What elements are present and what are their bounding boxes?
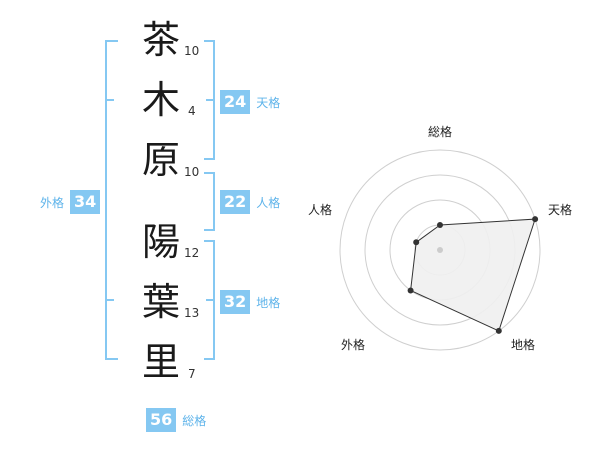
radar-center-dot [437,247,443,253]
jinkaku-badge: 22 人格 [220,190,280,214]
chikaku-badge: 32 地格 [220,290,280,314]
radar-point-2 [532,216,539,223]
chikaku-value: 32 [220,290,251,314]
radar-label-jinkaku: 人格 [308,203,333,217]
radar-point-1 [437,222,443,228]
soukaku-badge: 56 総格 [146,408,206,432]
jinkaku-label: 人格 [256,195,281,210]
jinkaku-value: 22 [220,190,251,214]
tenkaku-badge: 24 天格 [220,90,280,114]
tenkaku-label: 天格 [256,95,281,110]
stroke-count-6: 7 [188,367,196,381]
soukaku-label: 総格 [182,413,207,428]
radar-label-gaikaku: 外格 [341,338,366,352]
chikaku-label: 地格 [256,295,281,310]
radar-label-tenkaku: 天格 [548,203,573,217]
radar-ring-4 [339,149,541,351]
name-char-3: 原 [141,138,180,182]
gaikaku-bracket [105,40,118,360]
radar-point-5 [413,239,420,246]
radar-point-3 [495,327,502,334]
gaikaku-value: 34 [70,190,101,214]
radar-label-soukaku: 総格 [428,125,453,139]
stroke-count-1: 10 [184,44,200,58]
stroke-count-3: 10 [184,165,200,179]
name-char-2: 木 [141,78,180,122]
radar-point-4 [407,287,414,294]
name-char-4: 陽 [141,220,180,264]
jinkaku-bracket [204,172,215,231]
name-char-6: 里 [141,340,180,384]
gaikaku-label: 外格 [40,195,65,210]
radar-label-chikaku: 地格 [511,338,536,352]
stroke-count-2: 4 [188,104,196,118]
tenkaku-value: 24 [220,90,251,114]
stroke-count-5: 13 [184,306,200,320]
radar-polygon [410,218,536,332]
gaikaku-badge: 外格 34 [40,190,101,214]
name-char-5: 葉 [141,280,180,324]
name-char-1: 茶 [141,18,180,62]
stroke-count-4: 12 [184,246,200,260]
soukaku-value: 56 [146,408,177,432]
